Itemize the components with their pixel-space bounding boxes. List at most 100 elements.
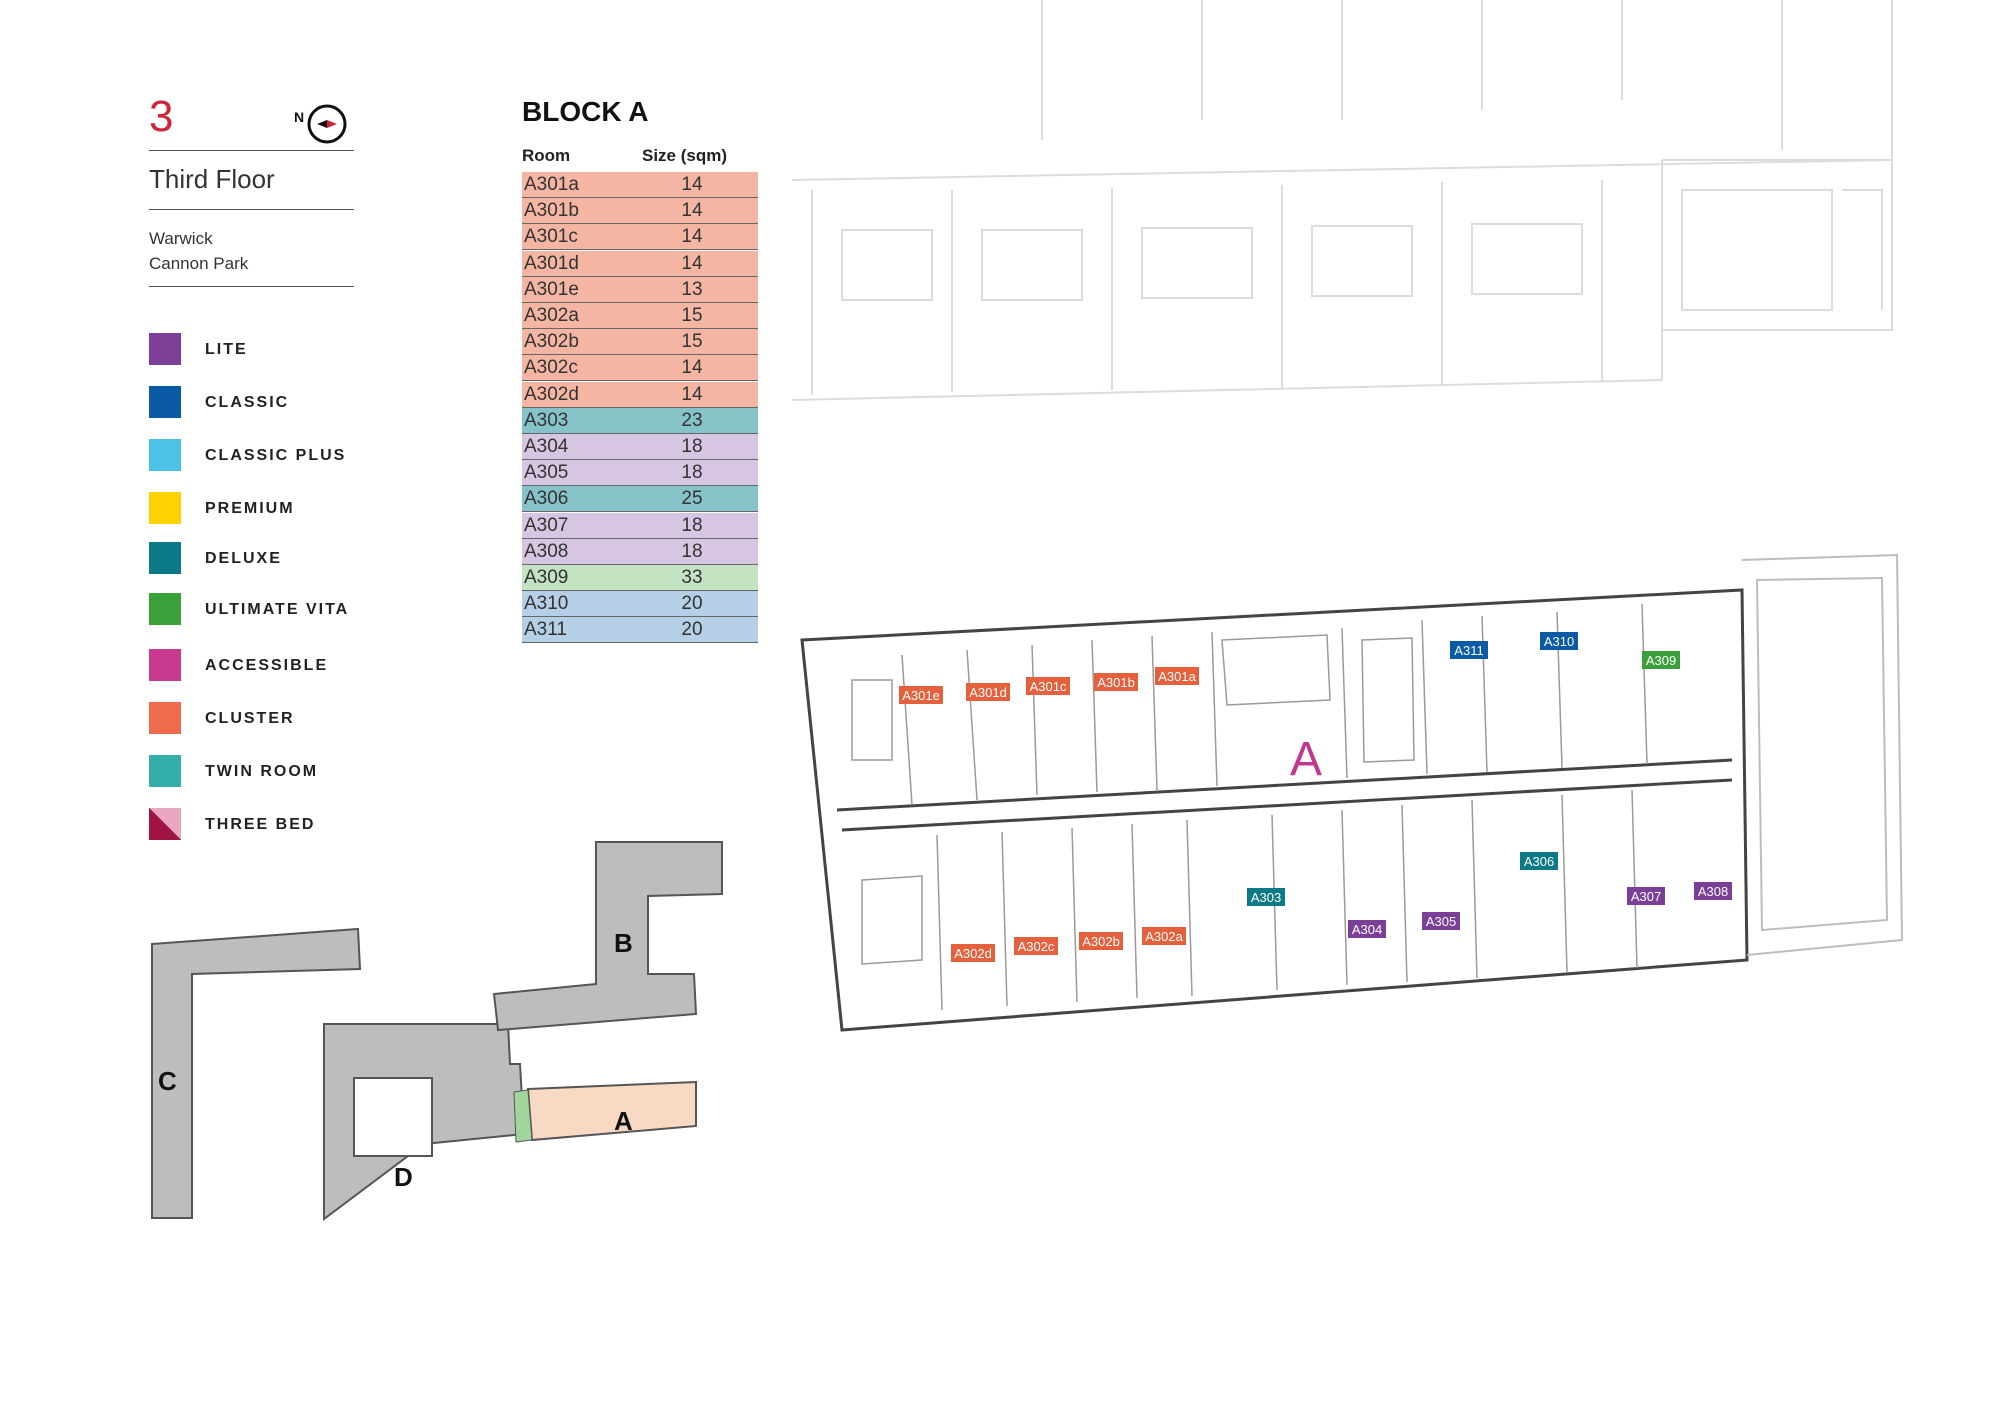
room-tag-background bbox=[1694, 882, 1732, 900]
room-tag-background bbox=[1348, 920, 1386, 938]
adjacent-building-outline bbox=[791, 0, 1893, 401]
block-a-label: A bbox=[1290, 733, 1322, 786]
room-name-cell: A302b bbox=[524, 331, 579, 353]
legend-swatch bbox=[149, 386, 181, 418]
room-name-cell: A301c bbox=[524, 226, 578, 248]
table-row: A305 18 bbox=[522, 460, 758, 487]
room-tag-background bbox=[1627, 887, 1665, 905]
room-name-cell: A305 bbox=[524, 462, 569, 484]
room-name-cell: A310 bbox=[524, 593, 569, 615]
legend-label: PREMIUM bbox=[205, 500, 295, 517]
room-tag-background bbox=[1540, 632, 1578, 650]
legend-swatch bbox=[149, 542, 181, 574]
room-tag-label: A307 bbox=[1631, 889, 1661, 904]
room-size-cell: 20 bbox=[681, 593, 703, 615]
room-tag-label: A306 bbox=[1524, 854, 1554, 869]
room-size-cell: 18 bbox=[681, 462, 703, 484]
legend-item: CLUSTER bbox=[149, 702, 409, 734]
location-line: Cannon Park bbox=[149, 254, 249, 273]
legend-label: CLASSIC bbox=[205, 394, 290, 411]
legend-label: LITE bbox=[205, 341, 248, 358]
room-name-cell: A306 bbox=[524, 488, 569, 510]
room-tag-background bbox=[1026, 677, 1070, 695]
room-tag: A311 bbox=[1450, 641, 1488, 659]
roof-terrace bbox=[1741, 553, 1904, 956]
room-tag-background bbox=[1014, 937, 1058, 955]
room-size-cell: 13 bbox=[681, 278, 703, 300]
divider bbox=[149, 209, 354, 210]
room-name-cell: A302c bbox=[524, 357, 578, 379]
room-size-cell: 18 bbox=[681, 540, 703, 562]
room-size-cell: 15 bbox=[681, 331, 703, 353]
room-tag-label: A305 bbox=[1426, 914, 1456, 929]
legend-swatch bbox=[149, 492, 181, 524]
room-name-cell: A301e bbox=[524, 278, 579, 300]
room-tag: A307 bbox=[1627, 887, 1665, 905]
legend-item: TWIN ROOM bbox=[149, 755, 409, 787]
room-tag: A301d bbox=[966, 683, 1010, 701]
block-a-outline bbox=[800, 588, 1749, 1032]
site-label-d: D bbox=[394, 1162, 413, 1192]
room-name-cell: A309 bbox=[524, 567, 569, 588]
room-tag-label: A302c bbox=[1018, 939, 1055, 954]
site-block-a bbox=[526, 1080, 697, 1142]
column-header-size: Size (sqm) bbox=[642, 146, 728, 165]
room-size-cell: 18 bbox=[681, 436, 703, 457]
site-block-c bbox=[151, 927, 362, 1219]
legend-item: CLASSIC bbox=[149, 386, 409, 418]
divider bbox=[149, 150, 354, 151]
room-tag-background bbox=[1422, 912, 1460, 930]
site-label-a: A bbox=[614, 1106, 633, 1136]
block-title: BLOCK A bbox=[522, 96, 649, 127]
room-tag-background bbox=[1155, 667, 1199, 685]
room-tag-label: A303 bbox=[1251, 890, 1281, 905]
room-name-cell: A304 bbox=[524, 436, 569, 457]
room-name-cell: A308 bbox=[524, 540, 569, 562]
room-size-cell: 18 bbox=[681, 514, 703, 536]
room-tag-label: A301a bbox=[1158, 669, 1196, 684]
table-row: A301d 14 bbox=[522, 250, 758, 277]
room-size-cell: 14 bbox=[681, 200, 703, 222]
table-row: A304 18 bbox=[522, 434, 758, 460]
room-name-cell: A301d bbox=[524, 252, 579, 274]
room-tag-background bbox=[1642, 651, 1680, 669]
room-tag: A306 bbox=[1520, 852, 1558, 870]
room-tag: A309 bbox=[1642, 651, 1680, 669]
legend-label: ULTIMATE VITA bbox=[205, 601, 350, 618]
room-tag-background bbox=[1079, 932, 1123, 950]
room-tag-label: A310 bbox=[1544, 634, 1574, 649]
room-name-cell: A302a bbox=[524, 305, 579, 326]
legend-item: DELUXE bbox=[149, 542, 409, 574]
location-line: Warwick bbox=[149, 229, 213, 248]
room-tag-label: A301b bbox=[1097, 675, 1135, 690]
site-label-b: B bbox=[614, 928, 633, 958]
room-tag: A303 bbox=[1247, 888, 1285, 906]
room-size-cell: 14 bbox=[681, 174, 703, 195]
legend-label: TWIN ROOM bbox=[205, 763, 319, 780]
site-key-map: A B C D bbox=[151, 841, 723, 1221]
room-tag-background bbox=[1094, 673, 1138, 691]
table-row: A308 18 bbox=[522, 538, 758, 565]
room-size-cell: 20 bbox=[681, 619, 703, 641]
room-tag-background bbox=[966, 683, 1010, 701]
legend-label: DELUXE bbox=[205, 550, 282, 567]
room-tag: A302d bbox=[951, 944, 995, 962]
room-size-cell: 23 bbox=[681, 409, 703, 431]
room-tag: A305 bbox=[1422, 912, 1460, 930]
legend-swatch bbox=[149, 755, 181, 787]
room-tag: A301a bbox=[1155, 667, 1199, 685]
room-size-cell: 14 bbox=[681, 252, 703, 274]
room-tag: A302a bbox=[1142, 927, 1186, 945]
room-tag: A301c bbox=[1026, 677, 1070, 695]
room-name-cell: A303 bbox=[524, 409, 569, 431]
room-size-cell: 14 bbox=[681, 226, 703, 248]
room-name-cell: A307 bbox=[524, 514, 569, 536]
room-size-cell: 14 bbox=[681, 383, 703, 405]
